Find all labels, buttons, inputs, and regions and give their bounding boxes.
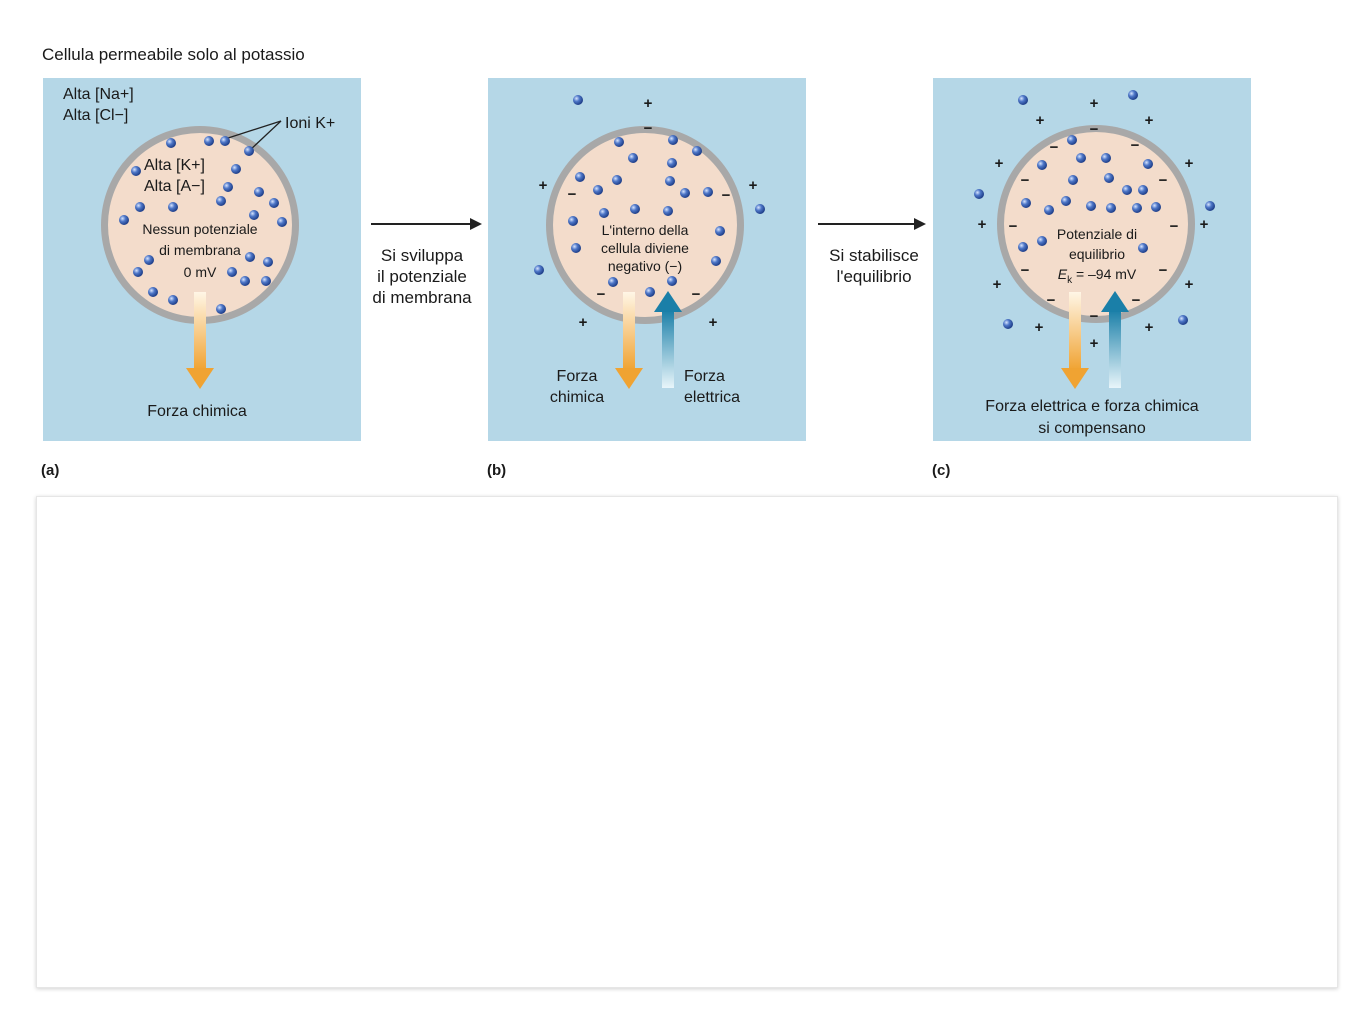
chemical-force-label-1: Forza xyxy=(556,368,598,385)
svg-text:+: + xyxy=(539,177,548,194)
cell-interior xyxy=(1004,132,1188,316)
electric-force-arrow xyxy=(654,291,682,388)
interior-negative-label-3: negativo (−) xyxy=(607,258,683,274)
svg-text:−: − xyxy=(1170,218,1179,235)
transition-arrow-1 xyxy=(371,223,471,225)
panel-a-drawing xyxy=(101,120,299,389)
k-ions xyxy=(534,95,765,297)
equilibrium-label-1: Potenziale di xyxy=(1056,226,1138,242)
svg-text:−: − xyxy=(692,286,701,303)
svg-text:−: − xyxy=(597,286,606,303)
forces-balance-label-1: Forza elettrica e forza chimica xyxy=(985,398,1199,415)
chemical-force-arrow xyxy=(186,292,214,389)
svg-text:−: − xyxy=(1047,292,1056,309)
k-ions-label: Ioni K+ xyxy=(285,115,336,132)
svg-text:+: + xyxy=(709,314,718,331)
k-ions xyxy=(119,136,287,314)
svg-text:−: − xyxy=(568,186,577,203)
svg-text:+: + xyxy=(1090,335,1099,352)
svg-text:+: + xyxy=(1145,319,1154,336)
electric-force-arrow xyxy=(1101,291,1129,388)
svg-text:−: − xyxy=(1090,121,1099,138)
transition-1-label-1: Si sviluppa xyxy=(380,246,464,265)
no-potential-label-1: Nessun potenziale xyxy=(142,221,258,237)
membrane-charges: + + + + + − − − − − xyxy=(539,95,758,331)
cell-interior xyxy=(553,133,737,317)
inside-k-label: Alta [K+] xyxy=(144,157,205,174)
electric-force-label-1: Forza xyxy=(684,368,725,385)
svg-text:−: − xyxy=(1159,262,1168,279)
svg-text:+: + xyxy=(1185,276,1194,293)
outside-na-label: Alta [Na+] xyxy=(63,86,134,103)
outside-cl-label: Alta [Cl−] xyxy=(63,107,129,124)
panel-b-letter: (b) xyxy=(487,462,507,479)
zero-mv-label: 0 mV xyxy=(183,264,217,280)
panel-a-letter: (a) xyxy=(41,462,60,479)
svg-text:−: − xyxy=(644,120,653,137)
transition-arrow-1-head xyxy=(470,218,482,230)
svg-text:+: + xyxy=(995,155,1004,172)
svg-text:+: + xyxy=(1200,216,1209,233)
svg-text:+: + xyxy=(1145,112,1154,129)
svg-text:+: + xyxy=(1035,319,1044,336)
svg-text:+: + xyxy=(644,95,653,112)
equilibrium-label-2: equilibrio xyxy=(1068,246,1126,262)
interior-negative-label-2: cellula diviene xyxy=(601,240,689,256)
svg-text:+: + xyxy=(1090,95,1099,112)
svg-text:+: + xyxy=(579,314,588,331)
svg-text:−: − xyxy=(1021,172,1030,189)
transition-1-label-3: di membrana xyxy=(372,288,472,307)
transition-1-label-2: il potenziale xyxy=(377,267,467,286)
chemical-force-arrow xyxy=(1061,292,1089,389)
chemical-force-label: Forza chimica xyxy=(147,403,247,420)
transition-arrow-2-head xyxy=(914,218,926,230)
transition-arrow-2 xyxy=(818,223,916,225)
equilibrium-potential-value: Ek = –94 mV xyxy=(1057,266,1137,286)
panel-c-equilibrium: +++ +++ +++ +++ −−− −−− −−− −−− Potenzia… xyxy=(933,78,1251,441)
svg-text:−: − xyxy=(1009,218,1018,235)
inside-a-label: Alta [A−] xyxy=(144,178,205,195)
membrane-charges: +++ +++ +++ +++ −−− −−− −−− −−− xyxy=(978,95,1209,352)
panel-c-letter: (c) xyxy=(932,462,951,479)
panel-a-no-potential: Alta [Na+] Alta [Cl−] Ioni K+ Alta [K+] … xyxy=(43,78,361,441)
svg-text:−: − xyxy=(722,187,731,204)
svg-text:−: − xyxy=(1021,262,1030,279)
panel-b-drawing: + + + + + − − − − − xyxy=(534,95,765,389)
figure-title: Cellula permeabile solo al potassio xyxy=(42,45,305,64)
svg-text:+: + xyxy=(1036,112,1045,129)
svg-text:−: − xyxy=(1090,308,1099,325)
svg-text:−: − xyxy=(1132,292,1141,309)
no-potential-label-2: di membrana xyxy=(159,242,241,258)
transition-2-label-1: Si stabilisce xyxy=(829,246,919,265)
panel-b-developing-potential: + + + + + − − − − − L'interno della cellula di… xyxy=(488,78,806,441)
transition-2-label-2: l'equilibrio xyxy=(836,267,912,286)
svg-text:−: − xyxy=(1131,137,1140,154)
empty-content-area xyxy=(36,496,1338,988)
cell-interior xyxy=(108,133,292,317)
svg-text:+: + xyxy=(1185,155,1194,172)
svg-text:−: − xyxy=(1159,172,1168,189)
electric-force-label-2: elettrica xyxy=(684,389,741,406)
k-ions xyxy=(974,90,1215,329)
chemical-force-arrow xyxy=(615,292,643,389)
svg-text:+: + xyxy=(978,216,987,233)
panel-c-drawing: +++ +++ +++ +++ −−− −−− −−− −−− xyxy=(974,90,1215,389)
interior-negative-label-1: L'interno della xyxy=(601,222,689,238)
svg-text:−: − xyxy=(1050,139,1059,156)
svg-text:+: + xyxy=(993,276,1002,293)
svg-text:+: + xyxy=(749,177,758,194)
forces-balance-label-2: si compensano xyxy=(1038,420,1146,437)
chemical-force-label-2: chimica xyxy=(549,389,605,406)
